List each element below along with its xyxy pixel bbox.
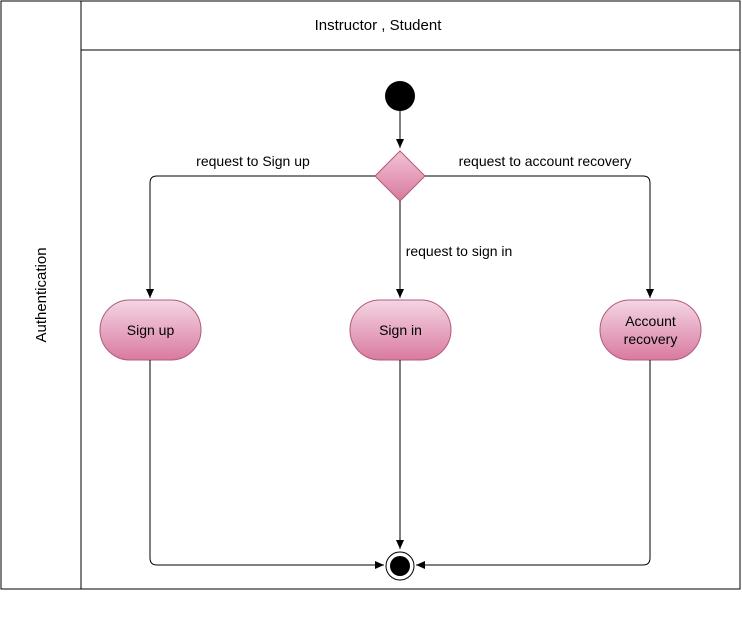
edge-decision-to-recovery (425, 175, 654, 298)
decision-node (374, 150, 426, 202)
final-node (390, 556, 410, 576)
lane-label: Authentication (33, 247, 50, 342)
account-recovery-label-line2: recovery (624, 331, 678, 347)
account-recovery-label-line1: Account (625, 313, 676, 329)
swimlane-frame (0, 0, 741, 590)
edge-recovery-to-final (416, 360, 651, 569)
edge-label-recovery: request to account recovery (459, 153, 632, 169)
edge-label-sign-up: request to Sign up (196, 153, 310, 169)
sign-in-label: Sign in (379, 322, 422, 338)
swimlane-header: Instructor , Student (315, 17, 443, 34)
edge-decision-to-sign-up (146, 175, 375, 298)
initial-node (385, 81, 415, 111)
sign-up-label: Sign up (127, 322, 175, 338)
account-recovery-node (599, 299, 702, 361)
edge-sign-up-to-final (149, 360, 384, 569)
edge-label-sign-in: request to sign in (406, 243, 513, 259)
